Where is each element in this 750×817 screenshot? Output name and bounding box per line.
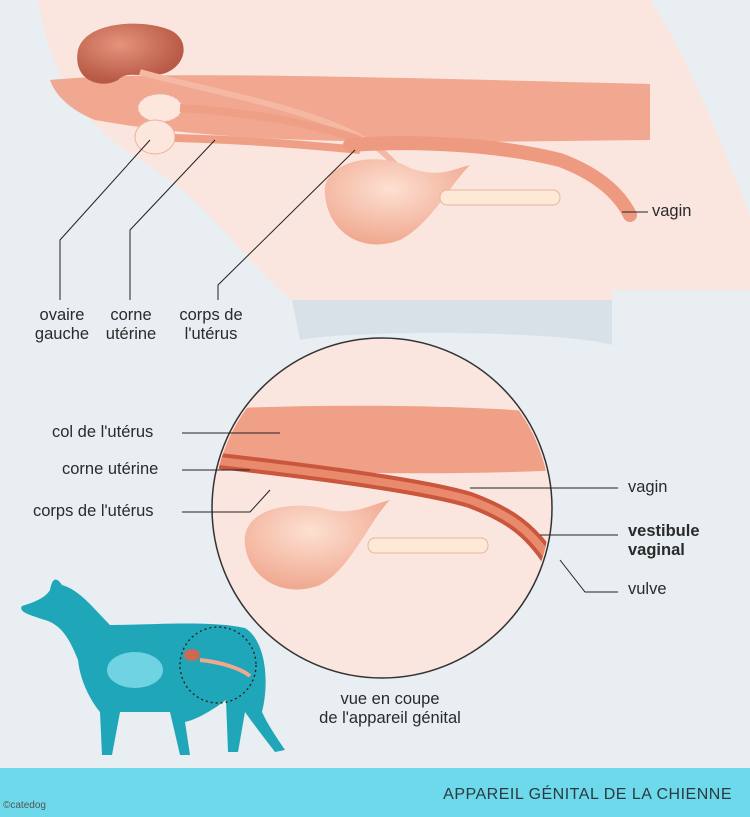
uterine-horn (174, 134, 361, 154)
label-line: corne (110, 306, 152, 324)
label-corne-uterine-top: corne utérine (95, 306, 167, 344)
label-vagin: vagin (628, 478, 668, 496)
label-corne-uterine: corne utérine (62, 460, 159, 478)
dog-uterus (199, 658, 252, 678)
label-ovaire-gauche: ovaire gauche (22, 306, 102, 344)
label-vue-en-coupe: vue en coupe de l'appareil génital (290, 690, 490, 728)
bladder (324, 159, 470, 245)
label-line: gauche (34, 325, 90, 343)
label-line: l'utérus (184, 325, 238, 343)
ovary (134, 119, 176, 155)
label-col-uterus: col de l'utérus (52, 423, 154, 441)
label-line: corps de (179, 306, 243, 324)
ovary-ghost (137, 93, 183, 123)
zoom-urethra (367, 537, 489, 554)
uterine-horn (179, 104, 362, 144)
label-corps-uterus-top: corps de l'utérus (168, 306, 254, 344)
label-line: ovaire (39, 306, 85, 324)
uterus-vagina (343, 136, 637, 222)
zoom-muscle-band (214, 405, 550, 474)
copyright: ©catedog (3, 800, 46, 811)
leg-shadow (292, 300, 612, 345)
label-line: vaginal (628, 541, 685, 559)
label-line: utérine (105, 325, 157, 343)
dog-zoom-ring (179, 626, 257, 704)
muscle-band (50, 75, 650, 142)
dog-kidney (184, 649, 200, 661)
label-vestibule-vaginal: vestibule vaginal (628, 522, 700, 560)
footer-bar: APPAREIL GÉNITAL DE LA CHIENNE (0, 768, 750, 817)
label-line: vue en coupe (340, 690, 440, 708)
kidney (77, 23, 184, 84)
zoom-vagina-inner (214, 456, 550, 563)
leader-lines (59, 139, 648, 593)
urethra (439, 189, 561, 206)
label-line: de l'appareil génital (319, 709, 461, 727)
label-vagin-top: vagin (652, 202, 692, 220)
label-corps-uterus: corps de l'utérus (33, 502, 154, 520)
diagram-title: APPAREIL GÉNITAL DE LA CHIENNE (443, 786, 732, 803)
label-vulve: vulve (628, 580, 667, 598)
zoom-bladder (244, 500, 390, 590)
dog-organs (107, 652, 163, 688)
label-line: vestibule (628, 522, 700, 540)
